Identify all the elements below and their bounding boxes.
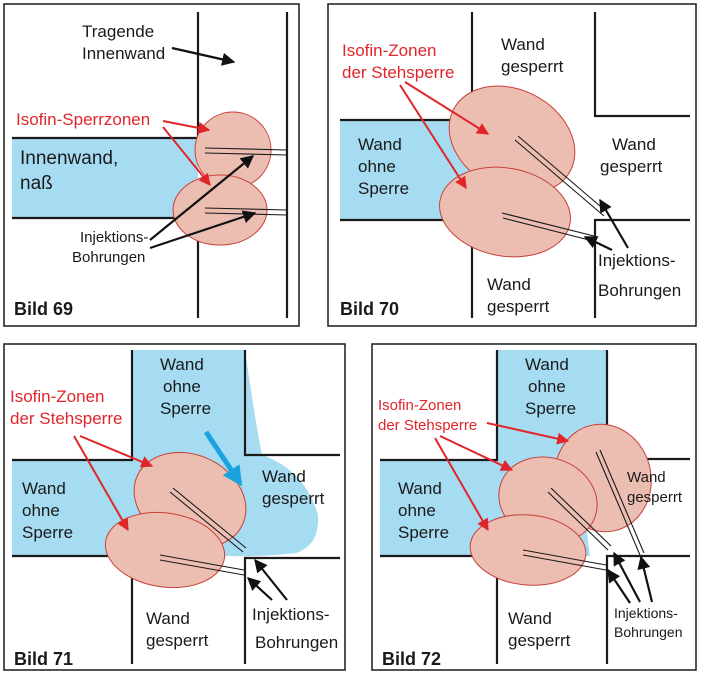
injection-bore	[501, 212, 595, 242]
label-zones-line1: Isofin-Zonen	[378, 397, 461, 414]
injection-bore	[159, 554, 245, 576]
arrow	[162, 120, 211, 134]
label-wet-line1: Innenwand,	[20, 148, 118, 169]
barrier-zone	[439, 166, 571, 258]
injection-bore	[514, 135, 608, 217]
arrow	[637, 555, 654, 603]
arrow	[149, 210, 257, 250]
label-inj-line2: Bohrungen	[614, 624, 683, 640]
label-inj-line1: Injektions-	[80, 229, 148, 246]
wall-edge	[12, 350, 134, 462]
arrow	[149, 155, 255, 241]
label-zones: Isofin-Sperrzonen	[16, 110, 150, 129]
label-left-line2: ohne	[22, 501, 60, 520]
wall-edge	[605, 554, 690, 664]
injection-bore	[204, 147, 288, 156]
label-inj-line2: Bohrungen	[72, 249, 145, 266]
wall-edge	[593, 12, 690, 118]
panel-bild-69: Tragende Innenwand Isofin-Sperrzonen Inn…	[3, 3, 300, 327]
arrow	[254, 558, 288, 601]
label-right-line2: gesperrt	[600, 157, 663, 176]
panel-bild-70: Isofin-Zonen der Stehsperre Wand gesperr…	[327, 3, 697, 327]
arrow	[583, 236, 613, 251]
label-bottom-line1: Wand	[508, 609, 552, 628]
injection-bore	[547, 487, 612, 551]
label-left-line2: ohne	[358, 157, 396, 176]
label-zones-line2: der Stehsperre	[10, 409, 122, 428]
label-left-line1: Wand	[22, 479, 66, 498]
caption: Bild 69	[14, 299, 73, 319]
label-right-line2: gesperrt	[627, 489, 683, 506]
injection-bore	[522, 549, 607, 571]
arrow	[486, 422, 570, 445]
label-inj-line2: Bohrungen	[255, 633, 338, 652]
wall-edge	[243, 350, 340, 457]
arrow	[607, 568, 631, 604]
injection-bore	[169, 487, 247, 553]
label-top-line1: Wand	[501, 35, 545, 54]
wall-edge	[593, 218, 690, 318]
arrow	[79, 435, 154, 468]
label-left-line3: Sperre	[22, 523, 73, 542]
label-inj-line1: Injektions-	[252, 605, 329, 624]
arrow	[434, 437, 489, 532]
barrier-zone	[104, 511, 226, 589]
label-zones-line2: der Stehsperre	[342, 63, 454, 82]
arrow	[247, 577, 273, 601]
label-inj-line1: Injektions-	[614, 605, 678, 621]
label-right-line1: Wand	[262, 467, 306, 486]
label-left-line3: Sperre	[358, 179, 409, 198]
label-bottom-line1: Wand	[487, 275, 531, 294]
arrow	[599, 198, 629, 249]
label-wall-line2: Innenwand	[82, 44, 165, 63]
label-top-line3: Sperre	[160, 399, 211, 418]
arrow	[73, 435, 129, 532]
arrow	[399, 84, 467, 190]
barrier-zone	[469, 514, 587, 586]
label-left-line3: Sperre	[398, 523, 449, 542]
panel-bild-72: Wand ohne Sperre Isofin-Zonen der Stehsp…	[371, 343, 697, 671]
arrow	[162, 126, 211, 186]
label-inj-line1: Injektions-	[598, 251, 675, 270]
wet-wall-area	[12, 138, 198, 218]
panel-bild-71: Wand ohne Sperre Isofin-Zonen der Stehsp…	[3, 343, 346, 671]
label-top-line2: ohne	[163, 377, 201, 396]
label-zones-line1: Isofin-Zonen	[342, 41, 437, 60]
label-left-line1: Wand	[398, 479, 442, 498]
label-right-line1: Wand	[627, 469, 666, 486]
label-top-line1: Wand	[160, 355, 204, 374]
arrow	[171, 46, 236, 66]
arrow	[613, 551, 641, 603]
label-inj-line2: Bohrungen	[598, 281, 681, 300]
label-bottom-line2: gesperrt	[487, 297, 550, 316]
label-bottom-line2: gesperrt	[508, 631, 571, 650]
label-bottom-line2: gesperrt	[146, 631, 209, 650]
caption: Bild 70	[340, 299, 399, 319]
label-top-line2: gesperrt	[501, 57, 564, 76]
label-top-line3: Sperre	[525, 399, 576, 418]
label-zones-line2: der Stehsperre	[378, 417, 477, 434]
arrow	[404, 81, 490, 135]
caption: Bild 71	[14, 649, 73, 669]
label-left-line2: ohne	[398, 501, 436, 520]
label-left-line1: Wand	[358, 135, 402, 154]
label-zones-line1: Isofin-Zonen	[10, 387, 105, 406]
label-right-line2: gesperrt	[262, 489, 325, 508]
wall-edge	[243, 556, 340, 664]
label-right-line1: Wand	[612, 135, 656, 154]
flow-arrow	[203, 430, 243, 487]
wall-edge	[380, 350, 499, 462]
caption: Bild 72	[382, 649, 441, 669]
label-wet-line2: naß	[20, 173, 53, 194]
arrow	[439, 435, 514, 471]
injection-bore	[595, 449, 645, 556]
label-bottom-line1: Wand	[146, 609, 190, 628]
label-top-line1: Wand	[525, 355, 569, 374]
label-wall-line1: Tragende	[82, 22, 154, 41]
label-top-line2: ohne	[528, 377, 566, 396]
